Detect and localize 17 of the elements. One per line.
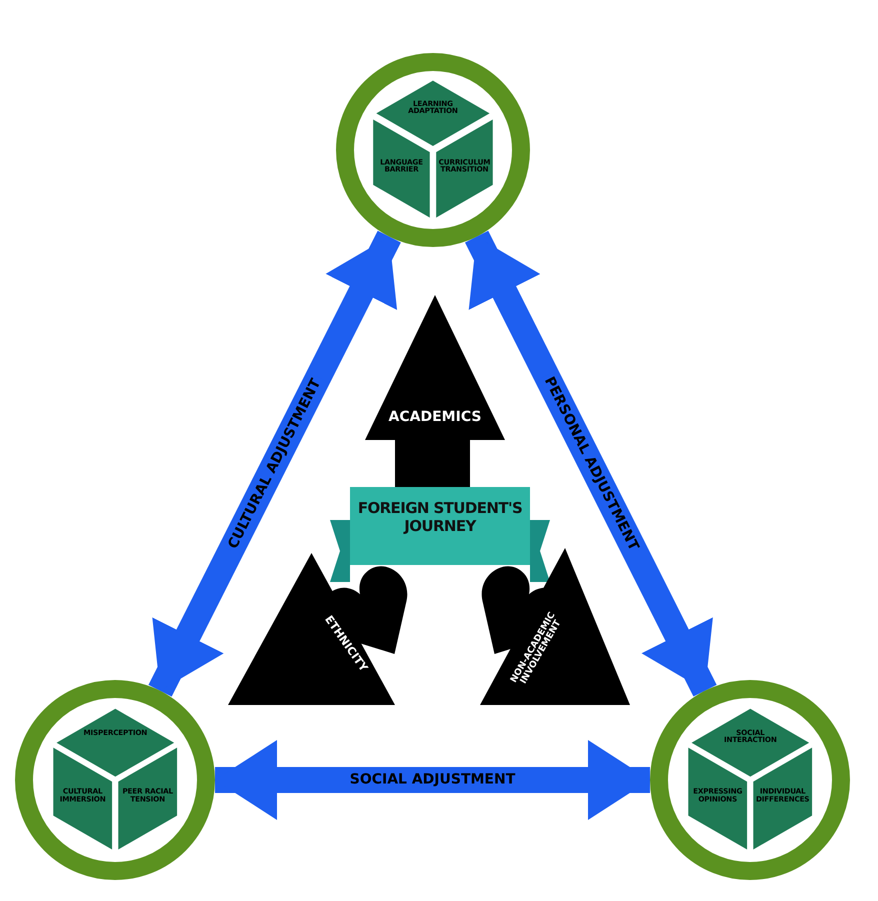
cube-face bbox=[376, 80, 490, 146]
cube-face bbox=[753, 748, 812, 850]
double-arrow bbox=[215, 740, 650, 820]
double-arrow bbox=[464, 230, 717, 697]
cube-face bbox=[373, 119, 430, 218]
up-arrow bbox=[365, 295, 505, 490]
double-arrow bbox=[148, 230, 401, 697]
banner bbox=[350, 487, 530, 565]
cube-face bbox=[118, 748, 178, 850]
cube-face bbox=[56, 708, 174, 776]
banner-title: FOREIGN STUDENT'S JOURNEY bbox=[356, 499, 524, 535]
cube-face bbox=[436, 119, 493, 218]
arrow-label: ACADEMICS bbox=[388, 410, 482, 425]
cube-face bbox=[688, 748, 747, 850]
triangle bbox=[480, 548, 630, 705]
cube-face bbox=[691, 708, 809, 776]
cube-face bbox=[52, 748, 112, 850]
